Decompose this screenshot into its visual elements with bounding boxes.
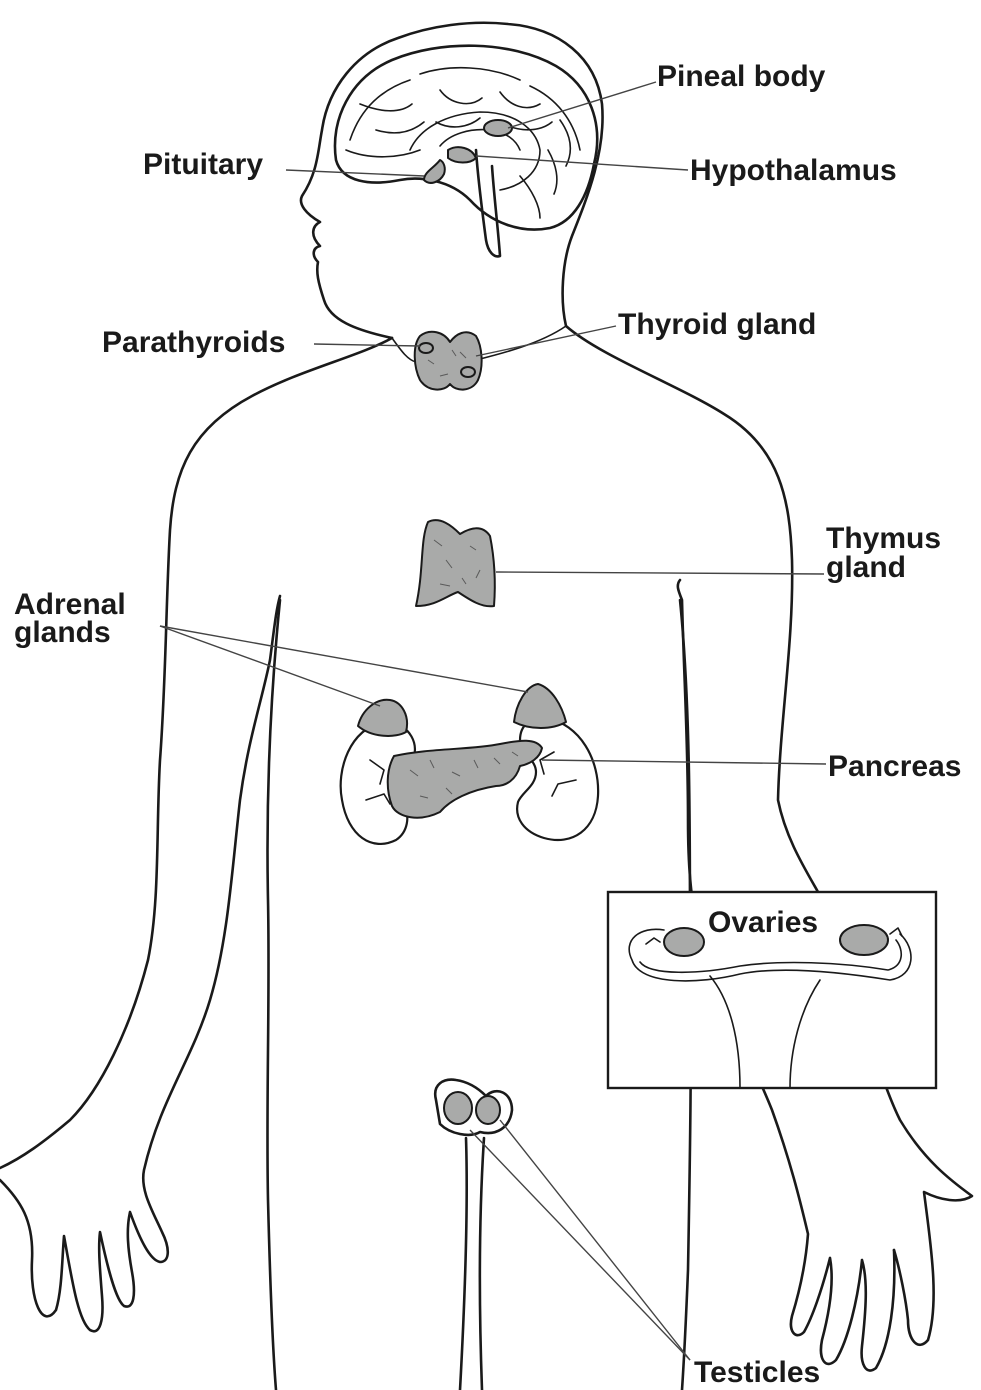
pituitary-gland xyxy=(424,160,445,183)
label-thyroid-gland: Thyroid gland xyxy=(618,310,816,339)
body-outline-left-side xyxy=(0,338,392,1168)
label-adrenal-line2: glands xyxy=(14,618,111,647)
body-outline-left xyxy=(301,23,972,1345)
leader-lines xyxy=(160,82,826,1360)
right-ovary-gland xyxy=(840,925,888,955)
label-pancreas: Pancreas xyxy=(828,752,961,781)
testicles-gland xyxy=(435,1080,512,1390)
label-parathyroids: Parathyroids xyxy=(102,328,285,357)
right-kidney xyxy=(517,718,598,840)
label-hypothalamus: Hypothalamus xyxy=(690,156,897,185)
body-outline-torso-left xyxy=(267,600,280,1390)
pineal-body-gland xyxy=(484,120,512,136)
label-pituitary: Pituitary xyxy=(143,150,263,179)
left-adrenal-gland xyxy=(358,700,407,736)
label-thymus-line2: gland xyxy=(826,553,906,582)
label-testicles: Testicles xyxy=(694,1358,820,1387)
thyroid-gland xyxy=(415,332,482,390)
left-ovary-gland xyxy=(664,928,704,956)
label-pineal-body: Pineal body xyxy=(657,62,825,91)
label-thymus-line1: Thymus xyxy=(826,524,941,553)
hypothalamus-gland xyxy=(448,147,476,162)
body-outline-left-hand xyxy=(0,596,280,1331)
label-adrenal-line1: Adrenal xyxy=(14,590,126,619)
thymus-gland xyxy=(416,520,495,606)
label-ovaries: Ovaries xyxy=(708,908,818,937)
